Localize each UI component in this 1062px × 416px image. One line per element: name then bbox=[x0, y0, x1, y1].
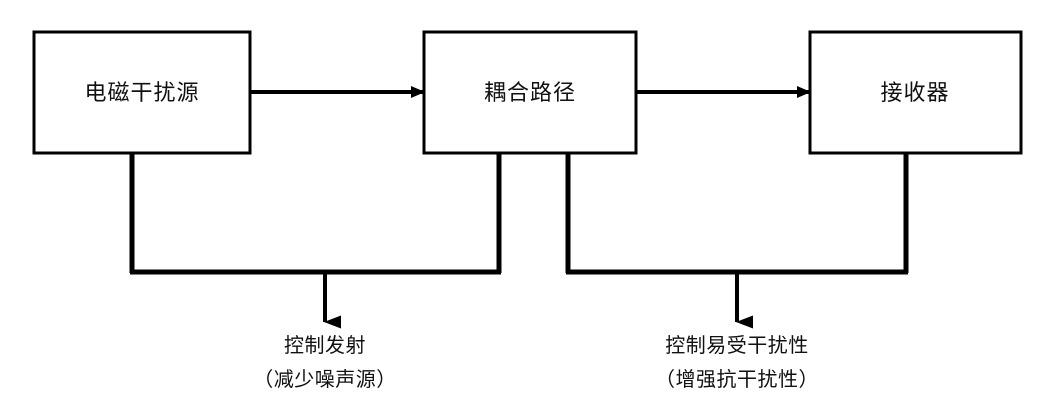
box-source-outline bbox=[32, 30, 252, 155]
box-receiver-outline bbox=[808, 30, 1023, 155]
box-coupling-outline bbox=[422, 30, 638, 155]
caption-control-susceptibility: 控制易受干扰性 （增强抗干扰性） bbox=[655, 333, 819, 391]
box-receiver[interactable]: 接收器 bbox=[808, 30, 1023, 155]
caption-control-emission: 控制发射 （减少噪声源） bbox=[253, 333, 397, 391]
box-receiver-label: 接收器 bbox=[880, 81, 949, 106]
box-coupling-label: 耦合路径 bbox=[484, 81, 576, 106]
caption-control-susceptibility-line2: （增强抗干扰性） bbox=[655, 367, 819, 391]
box-source[interactable]: 电磁干扰源 bbox=[32, 30, 252, 155]
bracket-control-susceptibility bbox=[565, 153, 909, 329]
caption-control-susceptibility-line1: 控制易受干扰性 bbox=[665, 333, 809, 357]
caption-control-emission-line1: 控制发射 bbox=[284, 333, 366, 357]
caption-control-emission-line2: （减少噪声源） bbox=[253, 367, 397, 391]
bracket-control-emission bbox=[129, 153, 502, 329]
box-coupling[interactable]: 耦合路径 bbox=[422, 30, 638, 155]
box-source-label: 电磁干扰源 bbox=[84, 81, 199, 106]
